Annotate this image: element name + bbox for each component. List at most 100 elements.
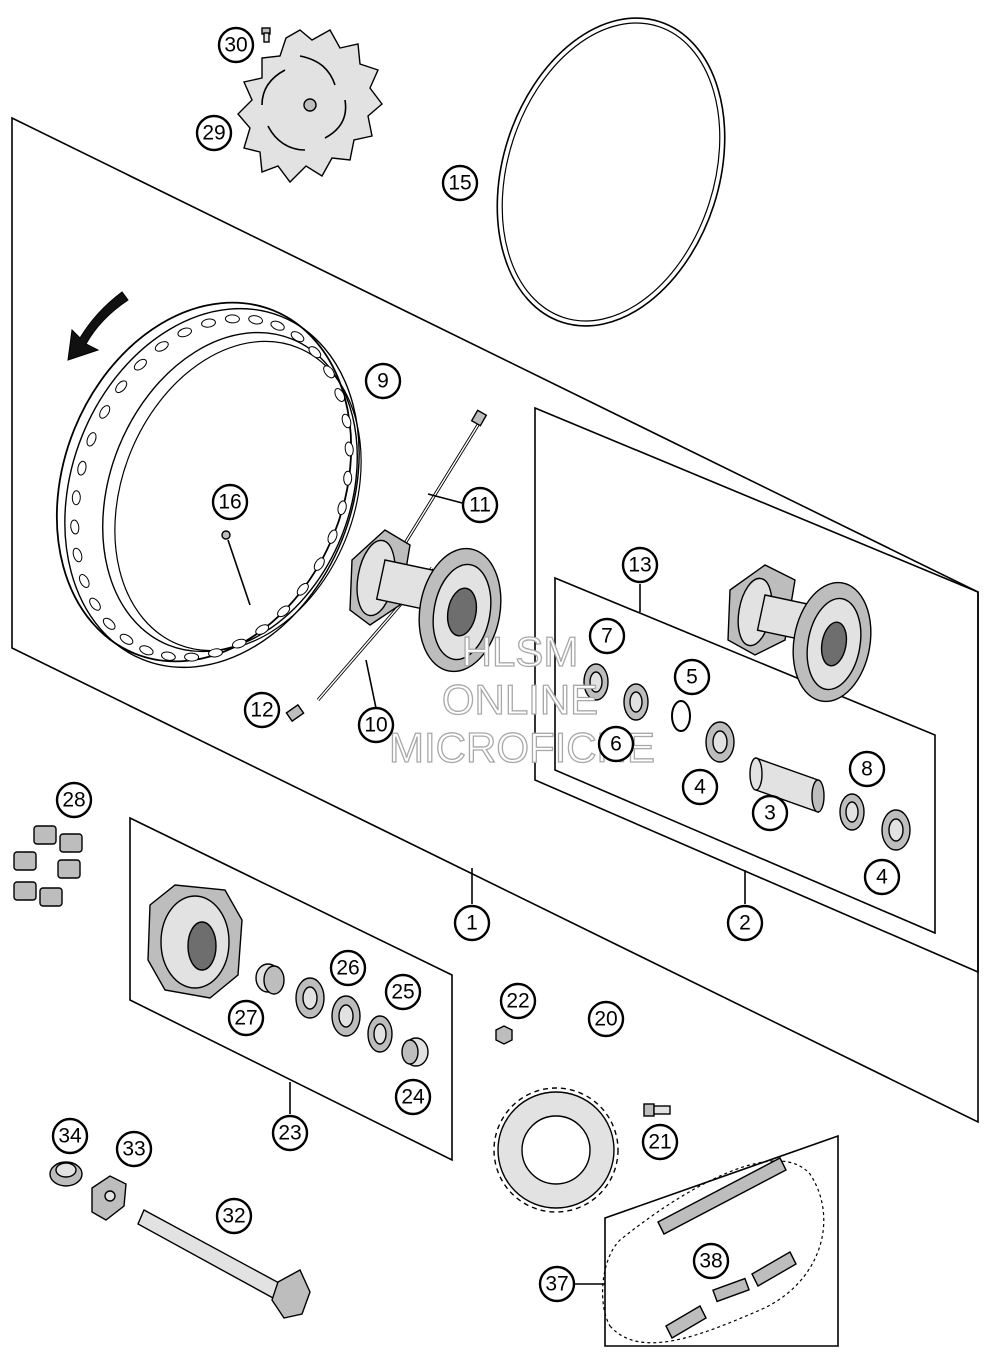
callout-label: 30 [224,34,247,57]
callout-23: 23 [271,1114,309,1152]
callout-15: 15 [441,164,479,202]
assembly-panel-37 [604,1134,839,1347]
leader-lines [289,868,746,1285]
callout-label: 12 [250,699,273,722]
ball-bearing-lower [881,809,911,851]
callout-22: 22 [499,982,537,1020]
rear-axle [137,1209,311,1319]
axle-collar [49,1161,83,1187]
callout-30: 30 [217,26,255,64]
spoke-hole [270,320,285,331]
assembly-panel-1 [11,116,979,1124]
callout-24: 24 [394,1078,432,1116]
spoke-hole [208,648,223,658]
callout-32: 32 [215,1197,253,1235]
spoke-hole [201,318,216,328]
callout-34: 34 [51,1117,89,1155]
shaft-seal [583,663,609,701]
shaft-seal-ring [623,683,649,721]
spoke-hole [337,500,347,516]
spoke-hole [99,405,111,419]
spoke-hole [89,597,101,611]
callout-6: 6 [597,725,635,763]
callout-26: 26 [329,949,367,987]
chain-connecting-link [712,1277,750,1303]
callout-label: 16 [218,491,241,514]
callout-label: 11 [469,494,491,517]
sprocket-carrier [147,884,243,999]
callout-37: 37 [538,1265,576,1303]
callout-3: 3 [751,794,789,832]
callout-label: 25 [391,981,414,1004]
callout-20: 20 [587,1000,625,1038]
callout-5: 5 [673,658,711,696]
spoke-hole [72,547,83,563]
rim-band [496,17,726,327]
carrier-collar [255,963,285,995]
brake-disc-slots [261,55,347,151]
callout-12: 12 [243,691,281,729]
callout-label: 37 [545,1273,568,1296]
callout-29: 29 [195,114,233,152]
callout-label: 5 [686,666,698,689]
callout-25: 25 [384,973,422,1011]
watermark-line-1: HLSM [462,628,579,675]
rear-sprocket [493,1087,619,1213]
callout-label: 7 [601,625,613,648]
hub-assembly [727,564,872,703]
spoke-hole [70,519,80,535]
spoke-hole [133,358,147,371]
callout-label: 28 [62,789,85,812]
callout-11: 11 [461,486,499,524]
distance-sleeve [749,757,825,813]
spacer-washer [839,793,865,831]
callout-label: 6 [610,733,622,756]
assembly-panel-23 [129,816,453,1162]
spoke-hole [323,365,335,379]
spoke-hole [313,557,325,571]
callout-38: 38 [692,1242,730,1280]
sprocket-nut [495,1025,513,1045]
spoke-hole [154,341,169,352]
spoke-nipple [285,703,305,723]
callout-2: 2 [726,904,764,942]
callout-label: 3 [764,802,776,825]
spoke-hole [224,314,240,324]
callout-label: 21 [648,1131,671,1154]
watermark-line-2: ONLINE [442,676,598,723]
carrier-seal [367,1015,393,1053]
callout-28: 28 [55,781,93,819]
spoke-hole [139,645,154,656]
carrier-bearing-right [331,995,361,1037]
circlip [671,700,691,732]
spoke-hole [184,652,200,662]
rotation-arrow-icon [67,291,129,361]
spoke-hole [102,617,116,630]
chain-adjuster [91,1175,127,1221]
spoke-hole [115,380,128,394]
leader-11 [427,493,467,505]
spoke-hole [161,651,176,661]
callout-21: 21 [641,1123,679,1161]
callout-label: 38 [699,1250,722,1273]
spoke-hole [232,638,247,649]
callout-label: 32 [222,1205,245,1228]
callout-label: 1 [466,912,478,935]
callout-4-lower: 4 [863,858,901,896]
assembly-panel-2 [534,406,979,974]
callout-label: 2 [739,912,751,935]
spoke-hole [296,582,309,596]
callout-label: 4 [876,866,888,889]
callout-label: 24 [401,1086,425,1109]
callout-label: 8 [861,758,873,781]
callout-33: 33 [115,1130,153,1168]
leader-16 [227,539,251,606]
callout-label: 33 [122,1138,145,1161]
spoke-hole [77,460,87,476]
spoke-hole [290,331,305,343]
spoke-hole [86,432,97,447]
spoke-hole [255,624,270,635]
sprocket-bolt [643,1103,671,1117]
callout-13: 13 [621,546,659,584]
